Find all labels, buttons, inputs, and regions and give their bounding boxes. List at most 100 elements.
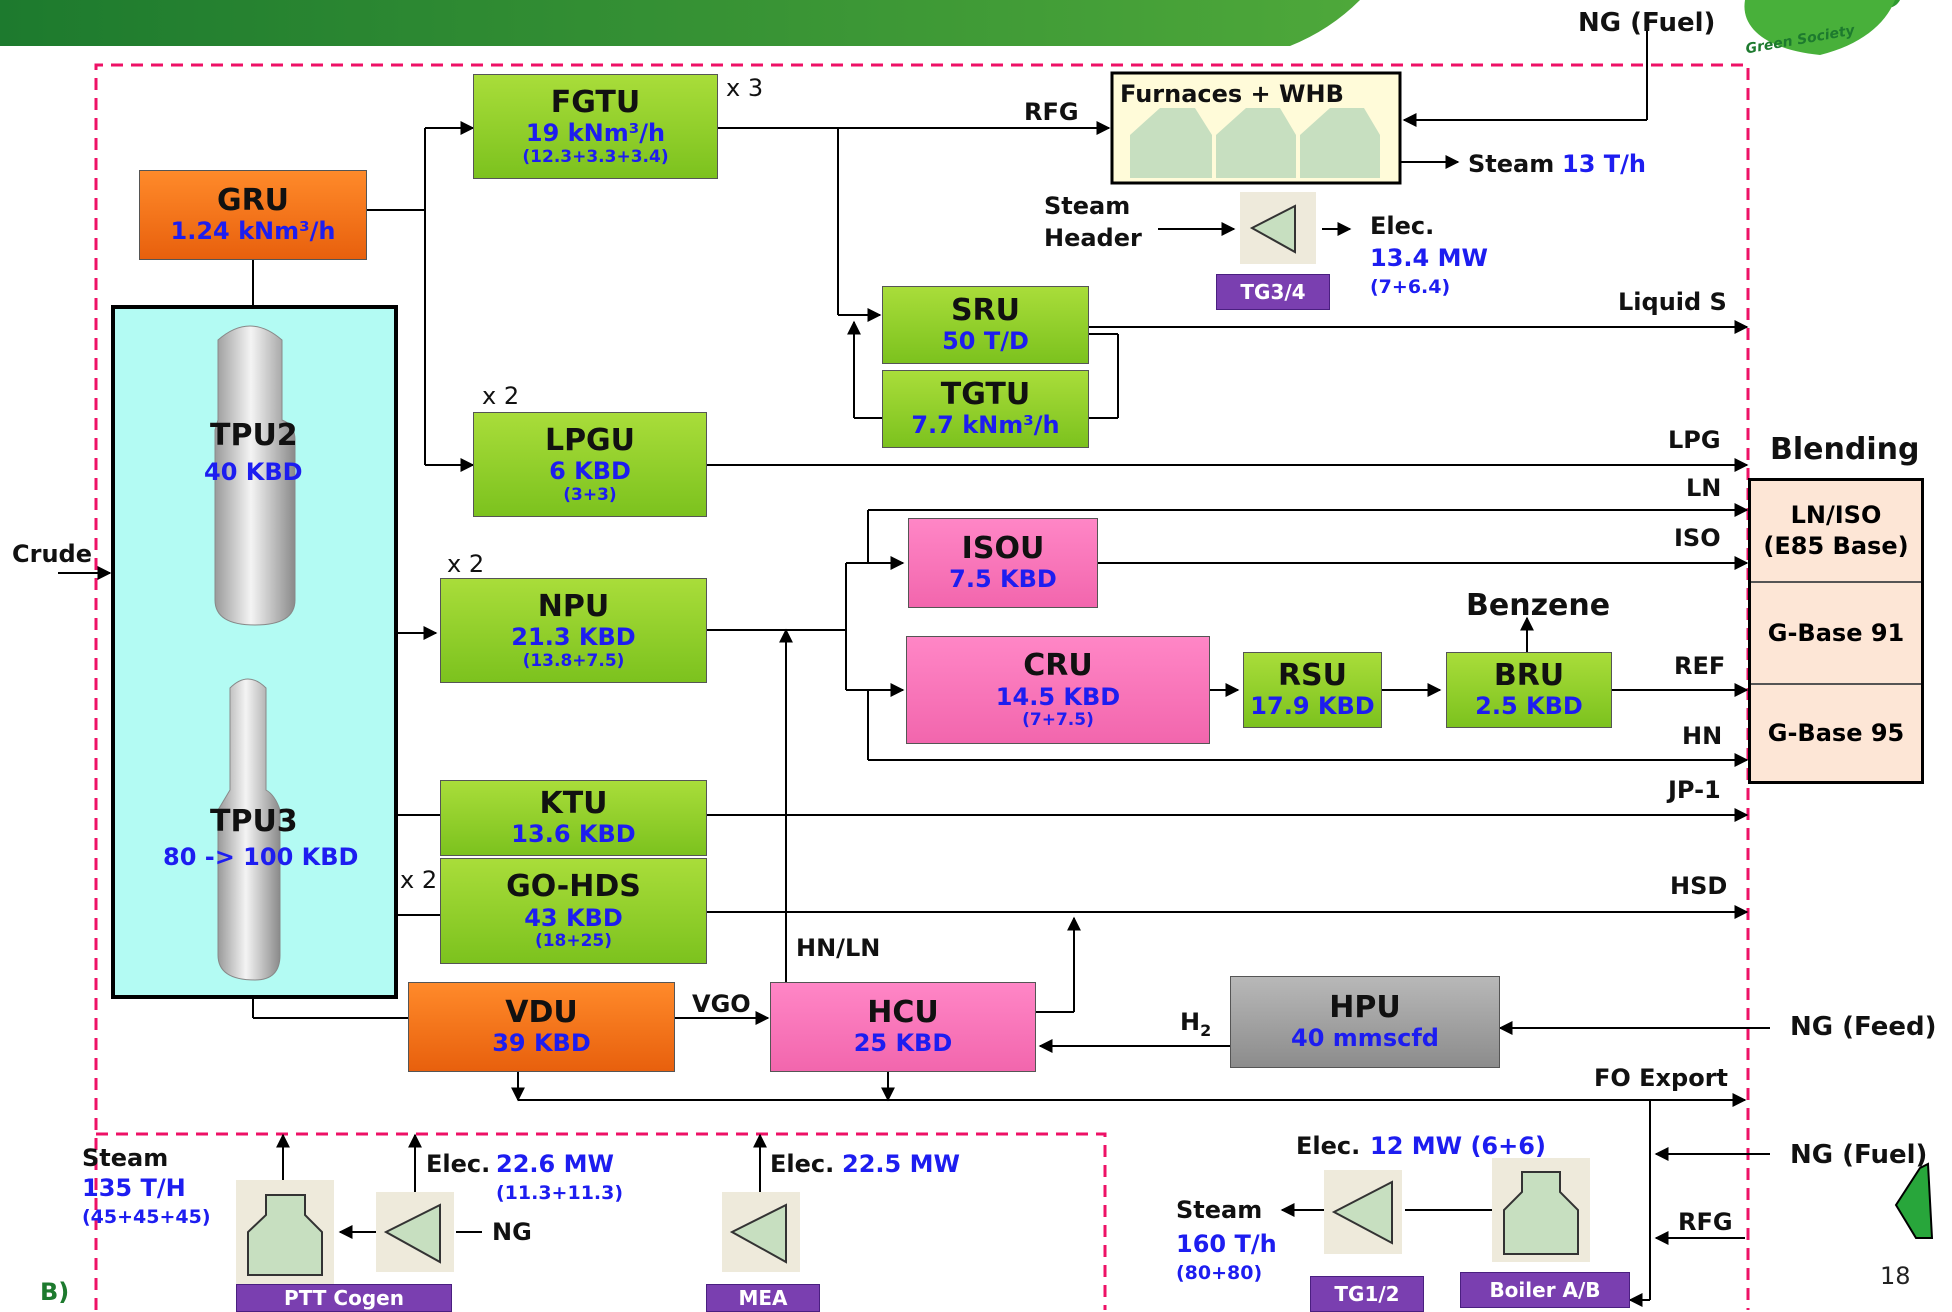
cogen-steam-breakdown: (45+45+45) <box>82 1206 211 1228</box>
vgo-label: VGO <box>692 990 751 1018</box>
hcu-unit: HCU 25 KBD <box>770 982 1036 1072</box>
sru-name: SRU <box>950 292 1021 328</box>
boiler-ab-tag: Boiler A/B <box>1460 1272 1630 1308</box>
lpgu-unit: LPGU 6 KBD (3+3) <box>473 412 707 517</box>
ktu-unit: KTU 13.6 KBD <box>440 780 707 856</box>
rsu-unit: RSU 17.9 KBD <box>1243 652 1382 728</box>
furnaces-title: Furnaces + WHB <box>1120 80 1344 108</box>
fgtu-multiplier: x 3 <box>726 74 764 102</box>
bru-capacity: 2.5 KBD <box>1475 692 1583 721</box>
h2-label: H2 <box>1180 1008 1212 1040</box>
gohds-breakdown: (18+25) <box>534 931 613 952</box>
vdu-capacity: 39 KBD <box>492 1029 591 1058</box>
tpu3-name: TPU3 <box>210 804 298 839</box>
fgtu-name: FGTU <box>550 84 641 120</box>
steam-header-line2: Header <box>1044 224 1142 252</box>
bru-name: BRU <box>1493 657 1565 693</box>
cogen-steam-value: 135 T/H <box>82 1174 186 1202</box>
liquid-s-label: Liquid S <box>1618 288 1727 316</box>
cru-breakdown: (7+7.5) <box>1022 710 1094 731</box>
ng-feed-label: NG (Feed) <box>1790 1012 1937 1042</box>
isou-capacity: 7.5 KBD <box>949 565 1057 594</box>
hcu-name: HCU <box>867 994 939 1030</box>
cogen-turbine-icon <box>376 1192 454 1272</box>
npu-capacity: 21.3 KBD <box>511 623 636 652</box>
cogen-boiler-icon <box>236 1180 334 1284</box>
jp1-label: JP-1 <box>1668 776 1721 804</box>
cogen-elec-breakdown: (11.3+11.3) <box>496 1182 624 1204</box>
tgtu-name: TGTU <box>940 376 1031 412</box>
tg34-elec-value: 13.4 MW <box>1370 244 1488 272</box>
hnln-label: HN/LN <box>796 934 881 962</box>
rsu-name: RSU <box>1277 657 1348 693</box>
ref-label: REF <box>1674 652 1726 680</box>
tg12-steam-value: 160 T/h <box>1176 1230 1277 1258</box>
cogen-ng-label: NG <box>492 1218 532 1246</box>
boiler-ab-icon <box>1492 1158 1590 1262</box>
bru-unit: BRU 2.5 KBD <box>1446 652 1612 728</box>
header-banner <box>0 0 1360 46</box>
hn-label: HN <box>1682 722 1723 750</box>
ktu-capacity: 13.6 KBD <box>511 820 636 849</box>
cru-unit: CRU 14.5 KBD (7+7.5) <box>906 636 1210 744</box>
hcu-capacity: 25 KBD <box>853 1029 953 1058</box>
gohds-unit: GO-HDS 43 KBD (18+25) <box>440 858 707 964</box>
cru-name: CRU <box>1023 648 1093 684</box>
gohds-capacity: 43 KBD <box>524 903 623 932</box>
sru-unit: SRU 50 T/D <box>882 286 1089 364</box>
ln-label: LN <box>1686 474 1722 502</box>
tg12-turbine-icon <box>1324 1170 1402 1254</box>
tg12-tag: TG1/2 <box>1310 1276 1424 1312</box>
lpgu-name: LPGU <box>544 422 636 458</box>
isou-unit: ISOU 7.5 KBD <box>908 518 1098 608</box>
tg12-elec-value: 12 MW (6+6) <box>1370 1132 1546 1160</box>
tg12-elec-label: Elec. <box>1296 1132 1361 1160</box>
gohds-multiplier: x 2 <box>400 866 438 894</box>
tpu2-capacity: 40 KBD <box>204 458 303 486</box>
iso-label: ISO <box>1674 524 1721 552</box>
page-number: 18 <box>1880 1262 1911 1290</box>
unit-boundary <box>94 63 1750 1310</box>
lpgu-breakdown: (3+3) <box>563 484 617 505</box>
rfg-top-label: RFG <box>1024 98 1079 126</box>
cogen-steam-label: Steam <box>82 1144 169 1172</box>
mea-turbine-icon <box>722 1192 800 1272</box>
npu-breakdown: (13.8+7.5) <box>522 650 625 671</box>
mea-elec-value: 22.5 MW <box>842 1150 960 1178</box>
ptt-cogen-tag: PTT Cogen <box>236 1284 452 1312</box>
ktu-name: KTU <box>539 785 608 821</box>
tgtu-unit: TGTU 7.7 kNm³/h <box>882 370 1089 448</box>
cogen-elec-label: Elec. <box>426 1150 491 1178</box>
tg12-steam-label: Steam <box>1176 1196 1263 1224</box>
sru-capacity: 50 T/D <box>942 327 1029 356</box>
npu-name: NPU <box>537 588 610 624</box>
npu-unit: NPU 21.3 KBD (13.8+7.5) <box>440 578 707 683</box>
mea-elec-label: Elec. <box>770 1150 835 1178</box>
mea-tag: MEA <box>706 1284 820 1312</box>
vdu-unit: VDU 39 KBD <box>408 982 675 1072</box>
blending-row-ln-iso: LN/ISO (E85 Base) <box>1751 481 1921 583</box>
blending-row-gbase95: G-Base 95 <box>1767 719 1905 747</box>
lpgu-capacity: 6 KBD <box>549 457 631 486</box>
hpu-unit: HPU 40 mmscfd <box>1230 976 1500 1068</box>
corner-decoration <box>1894 1162 1934 1239</box>
tg34-tag: TG3/4 <box>1216 274 1330 310</box>
ng-fuel-top-label: NG (Fuel) <box>1578 8 1716 38</box>
section-label: B) <box>40 1278 70 1306</box>
ng-fuel-bottom-label: NG (Fuel) <box>1790 1140 1928 1170</box>
hsd-label: HSD <box>1670 872 1728 900</box>
blending-row-gbase91: G-Base 91 <box>1751 583 1921 685</box>
cru-capacity: 14.5 KBD <box>995 682 1121 711</box>
rfg-bottom-label: RFG <box>1678 1208 1733 1236</box>
fo-export-label: FO Export <box>1594 1064 1729 1092</box>
steam-header-line1: Steam <box>1044 192 1131 220</box>
gru-capacity: 1.24 kNm³/h <box>170 217 336 246</box>
tg12-steam-breakdown: (80+80) <box>1176 1262 1263 1284</box>
npu-multiplier: x 2 <box>447 550 485 578</box>
tgtu-capacity: 7.7 kNm³/h <box>911 411 1060 440</box>
lpgu-multiplier: x 2 <box>482 382 520 410</box>
gohds-name: GO-HDS <box>506 869 641 905</box>
hpu-capacity: 40 mmscfd <box>1291 1024 1439 1053</box>
cogen-elec-value: 22.6 MW <box>496 1150 614 1178</box>
